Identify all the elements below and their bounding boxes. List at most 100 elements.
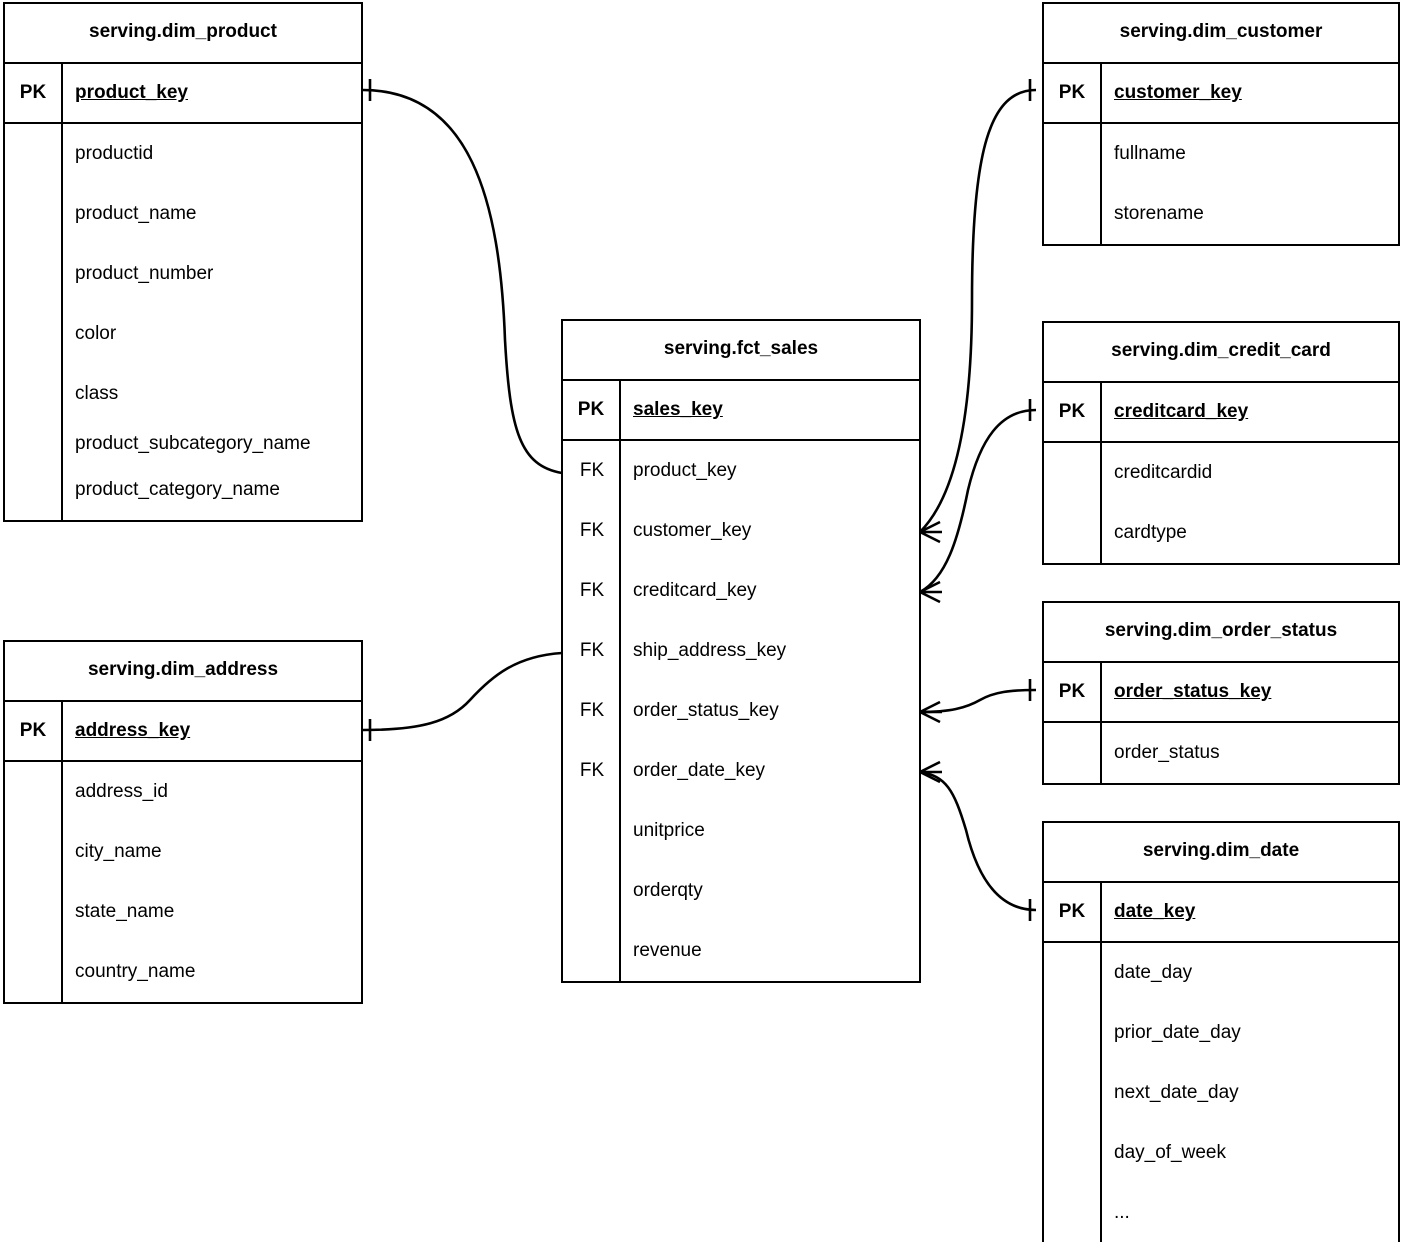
field-row: orderqty xyxy=(633,880,703,901)
pk-tag-dim-product: PK xyxy=(5,64,63,122)
pk-field-dim-product: product_key xyxy=(63,64,361,122)
edge-address-to-sales xyxy=(362,651,563,732)
pk-field-label-dim-address: address_key xyxy=(75,720,191,741)
field-row: cardtype xyxy=(1114,522,1187,543)
edge-product-to-sales xyxy=(362,88,563,475)
body-dim-credit-card: creditcardid cardtype xyxy=(1044,443,1398,563)
field-row: address_id xyxy=(75,781,168,802)
entity-title-dim-customer: serving.dim_customer xyxy=(1044,4,1398,64)
pk-row-dim-credit-card: PK creditcard_key xyxy=(1044,383,1398,443)
entity-fct-sales[interactable]: serving.fct_sales PK sales_key FK FK FK … xyxy=(561,319,921,983)
entity-dim-address[interactable]: serving.dim_address PK address_key addre… xyxy=(3,640,363,1004)
pk-row-dim-date: PK date_key xyxy=(1044,883,1398,943)
pk-row-dim-customer: PK customer_key xyxy=(1044,64,1398,124)
field-row: unitprice xyxy=(633,820,705,841)
entity-title-dim-address: serving.dim_address xyxy=(5,642,361,702)
pk-tag-dim-customer: PK xyxy=(1044,64,1102,122)
pk-field-dim-customer: customer_key xyxy=(1102,64,1398,122)
pk-row-dim-address: PK address_key xyxy=(5,702,361,762)
field-row: date_day xyxy=(1114,962,1193,983)
gutter-dim-credit-card xyxy=(1044,443,1102,563)
edge-creditcard-crowfoot xyxy=(919,580,942,604)
entity-dim-product[interactable]: serving.dim_product PK product_key produ… xyxy=(3,2,363,522)
fk-tag: FK xyxy=(579,700,605,721)
edge-orderstatus-to-sales xyxy=(919,688,1037,714)
fields-dim-address: address_id city_name state_name country_… xyxy=(63,762,361,1002)
fields-dim-product: productid product_name product_number co… xyxy=(63,124,361,520)
field-row: fullname xyxy=(1114,143,1186,164)
entity-title-dim-order-status: serving.dim_order_status xyxy=(1044,603,1398,663)
fields-dim-date: date_day prior_date_day next_date_day da… xyxy=(1102,943,1398,1242)
field-row: product_key xyxy=(633,460,737,481)
field-row: storename xyxy=(1114,203,1204,224)
pk-field-label-dim-credit-card: creditcard_key xyxy=(1114,401,1249,422)
fields-dim-credit-card: creditcardid cardtype xyxy=(1102,443,1398,563)
body-fct-sales: FK FK FK FK FK FK product_key customer_k… xyxy=(563,441,919,981)
pk-field-dim-date: date_key xyxy=(1102,883,1398,941)
entity-dim-credit-card[interactable]: serving.dim_credit_card PK creditcard_ke… xyxy=(1042,321,1400,565)
field-row: order_status_key xyxy=(633,700,779,721)
entity-dim-order-status[interactable]: serving.dim_order_status PK order_status… xyxy=(1042,601,1400,785)
field-row: day_of_week xyxy=(1114,1142,1226,1163)
field-row: ship_address_key xyxy=(633,640,787,661)
edge-creditcard-to-sales xyxy=(919,408,1037,594)
field-row: next_date_day xyxy=(1114,1082,1239,1103)
pk-tag-dim-address: PK xyxy=(5,702,63,760)
pk-tag-dim-credit-card: PK xyxy=(1044,383,1102,441)
edge-date-to-sales xyxy=(919,770,1037,912)
pk-field-label-dim-customer: customer_key xyxy=(1114,82,1242,103)
pk-field-label-fct-sales: sales_key xyxy=(633,399,723,420)
body-dim-customer: fullname storename xyxy=(1044,124,1398,244)
body-dim-product: productid product_name product_number co… xyxy=(5,124,361,520)
entity-title-dim-credit-card: serving.dim_credit_card xyxy=(1044,323,1398,383)
entity-title-fct-sales: serving.fct_sales xyxy=(563,321,919,381)
pk-row-dim-order-status: PK order_status_key xyxy=(1044,663,1398,723)
pk-field-label-dim-date: date_key xyxy=(1114,901,1196,922)
field-row: class xyxy=(75,383,119,404)
field-row: state_name xyxy=(75,901,175,922)
entity-dim-customer[interactable]: serving.dim_customer PK customer_key ful… xyxy=(1042,2,1400,246)
entity-title-dim-date: serving.dim_date xyxy=(1044,823,1398,883)
field-row: color xyxy=(75,323,117,344)
field-row: creditcardid xyxy=(1114,462,1213,483)
field-row: product_number xyxy=(75,263,214,284)
body-dim-order-status: order_status xyxy=(1044,723,1398,783)
edge-date-crowfoot xyxy=(919,760,942,784)
field-row: order_status xyxy=(1114,742,1220,763)
edge-customer-crowfoot xyxy=(919,520,942,544)
pk-field-fct-sales: sales_key xyxy=(621,381,919,439)
fields-fct-sales: product_key customer_key creditcard_key … xyxy=(621,441,919,981)
field-row: creditcard_key xyxy=(633,580,757,601)
fk-tag: FK xyxy=(579,760,605,781)
field-row: revenue xyxy=(633,940,702,961)
fk-tag: FK xyxy=(579,460,605,481)
edge-customer-to-sales xyxy=(919,88,1037,533)
fk-tag: FK xyxy=(579,520,605,541)
pk-row-dim-product: PK product_key xyxy=(5,64,361,124)
gutter-dim-address xyxy=(5,762,63,1002)
pk-field-dim-order-status: order_status_key xyxy=(1102,663,1398,721)
field-row: city_name xyxy=(75,841,162,862)
fields-dim-order-status: order_status xyxy=(1102,723,1398,783)
body-dim-address: address_id city_name state_name country_… xyxy=(5,762,361,1002)
pk-tag-dim-order-status: PK xyxy=(1044,663,1102,721)
gutter-dim-product xyxy=(5,124,63,520)
field-row: productid xyxy=(75,143,154,164)
fk-tag: FK xyxy=(579,640,605,661)
field-row: ... xyxy=(1114,1202,1130,1223)
field-row: product_name xyxy=(75,203,197,224)
field-row: order_date_key xyxy=(633,760,766,781)
pk-field-dim-credit-card: creditcard_key xyxy=(1102,383,1398,441)
field-row: product_category_name xyxy=(75,479,280,500)
edge-orderstatus-crowfoot xyxy=(919,700,942,724)
entity-dim-date[interactable]: serving.dim_date PK date_key date_day pr… xyxy=(1042,821,1400,1242)
fields-dim-customer: fullname storename xyxy=(1102,124,1398,244)
gutter-dim-order-status xyxy=(1044,723,1102,783)
body-dim-date: date_day prior_date_day next_date_day da… xyxy=(1044,943,1398,1242)
pk-field-label-dim-order-status: order_status_key xyxy=(1114,681,1272,702)
field-row: product_subcategory_name xyxy=(75,433,311,454)
entity-title-dim-product: serving.dim_product xyxy=(5,4,361,64)
pk-field-label-dim-product: product_key xyxy=(75,82,188,103)
gutter-fct-sales: FK FK FK FK FK FK xyxy=(563,441,621,981)
